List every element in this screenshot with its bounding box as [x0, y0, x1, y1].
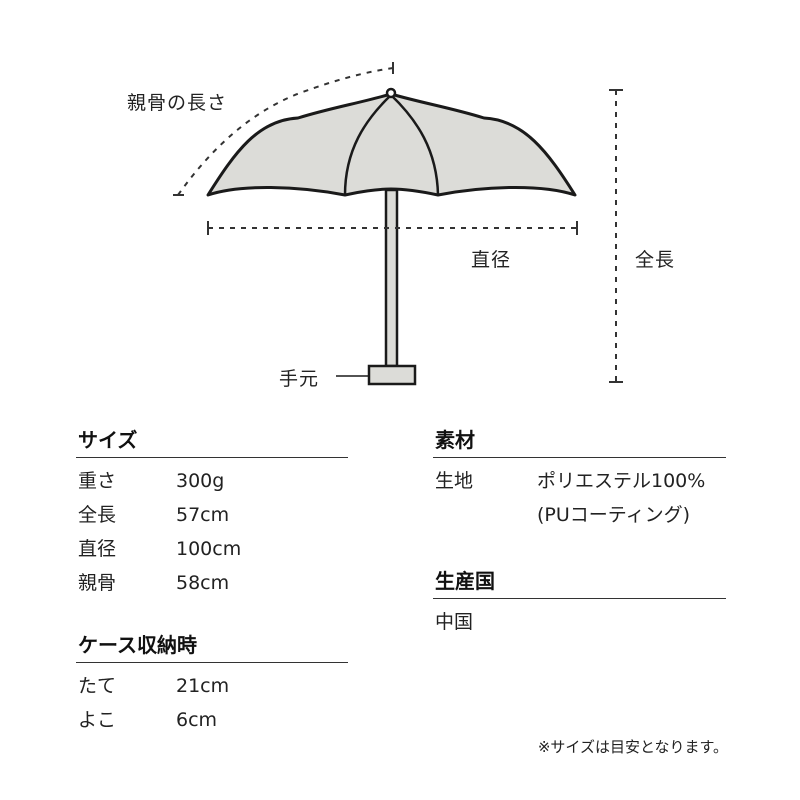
umbrella-rib-left	[343, 94, 392, 196]
spec-label: 重さ	[78, 470, 117, 492]
spec-row-fabric: 生地 ポリエステル100% (PUコーティング)	[433, 464, 726, 532]
case-title: ケース収納時	[78, 633, 197, 657]
spec-label: 直径	[78, 538, 117, 560]
spec-value: 300g	[176, 470, 225, 492]
umbrella-tip	[385, 87, 397, 99]
spec-value: 100cm	[176, 538, 242, 560]
case-section: ケース収納時 たて 21cm よこ 6cm	[76, 630, 348, 737]
fabric-value-line2: (PUコーティング)	[537, 504, 691, 526]
spec-label: よこ	[78, 709, 117, 731]
spec-value: 6cm	[176, 709, 218, 731]
origin-value: 中国	[435, 611, 474, 633]
umbrella-handle	[367, 364, 417, 386]
spec-value: 21cm	[176, 675, 230, 697]
umbrella-shaft	[384, 188, 399, 368]
umbrella-canopy	[206, 92, 577, 197]
spec-row-diameter: 直径 100cm	[76, 532, 348, 566]
spec-row-width: よこ 6cm	[76, 703, 348, 737]
umbrella-illustration	[173, 62, 623, 386]
rib-length-dashed-arc	[177, 67, 394, 196]
material-divider	[433, 457, 726, 458]
size-divider	[76, 457, 348, 458]
rib-length-label: 親骨の長さ	[127, 92, 228, 114]
spec-value: ポリエステル100% (PUコーティング)	[537, 464, 726, 532]
size-section: サイズ 重さ 300g 全長 57cm 直径 100cm 親骨 58cm	[76, 425, 348, 600]
spec-label: 親骨	[78, 572, 117, 594]
origin-divider	[433, 598, 726, 599]
spec-row-weight: 重さ 300g	[76, 464, 348, 498]
handle-label: 手元	[279, 368, 320, 390]
spec-row-total-length: 全長 57cm	[76, 498, 348, 532]
umbrella-rib-right	[390, 94, 440, 196]
case-divider	[76, 662, 348, 663]
spec-row-height: たて 21cm	[76, 669, 348, 703]
spec-label: 全長	[78, 504, 117, 526]
material-section: 素材 生地 ポリエステル100% (PUコーティング)	[433, 425, 726, 532]
origin-section: 生産国 中国	[433, 566, 726, 639]
spec-label: たて	[78, 675, 117, 697]
spec-label: 生地	[435, 470, 474, 492]
fabric-value-line1: ポリエステル100%	[537, 470, 706, 492]
spec-value: 57cm	[176, 504, 230, 526]
total-length-label: 全長	[635, 249, 676, 271]
size-title: サイズ	[78, 428, 138, 452]
spec-value: 58cm	[176, 572, 230, 594]
umbrella-diagram: 親骨の長さ 直径 全長 手元	[127, 62, 676, 390]
spec-row-rib: 親骨 58cm	[76, 566, 348, 600]
spec-row-origin: 中国	[433, 605, 726, 639]
size-disclaimer-note: ※サイズは目安となります。	[537, 738, 728, 756]
material-title: 素材	[435, 428, 475, 452]
origin-title: 生産国	[435, 569, 495, 593]
diameter-label: 直径	[471, 249, 512, 271]
